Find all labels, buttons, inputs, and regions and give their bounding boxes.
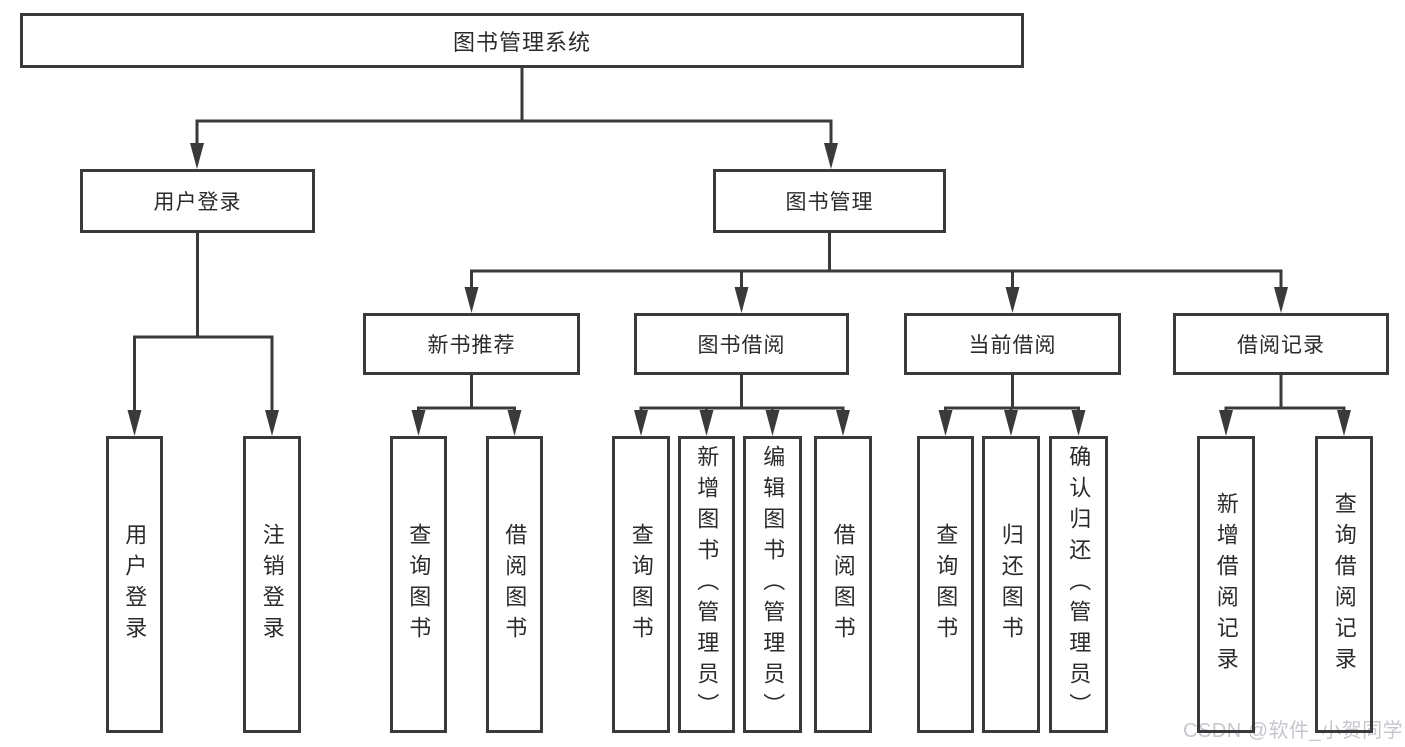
connector-bookborrow-to-leaves [639, 375, 845, 412]
node-label: 编辑图书（管理员） [760, 445, 786, 724]
leaf-edit-books-admin: 编辑图书（管理员） [743, 436, 802, 733]
node-label: 图书管理 [785, 191, 874, 214]
node-user-login: 用户登录 [80, 169, 315, 233]
node-label: 图书借阅 [697, 334, 786, 357]
node-new-book-recommend: 新书推荐 [363, 313, 580, 375]
leaf-query-books-recommend: 查询图书 [390, 436, 447, 733]
leaf-add-borrow-record: 新增借阅记录 [1197, 436, 1255, 733]
leaf-return-books: 归还图书 [982, 436, 1040, 733]
node-label: 新书推荐 [427, 334, 516, 357]
node-label: 借阅图书 [502, 522, 528, 647]
node-label: 新增图书（管理员） [694, 445, 720, 724]
csdn-watermark: CSDN @软件_小贺同学 [1183, 720, 1404, 742]
leaf-add-books-admin: 新增图书（管理员） [678, 436, 735, 733]
connector-root-to-level2 [195, 68, 833, 145]
node-label: 借阅记录 [1237, 334, 1325, 357]
node-borrowing-records: 借阅记录 [1173, 313, 1389, 375]
node-label: 确认归还（管理员） [1066, 445, 1092, 724]
node-label: 图书管理系统 [452, 29, 591, 55]
node-label: 用户登录 [122, 522, 148, 647]
node-label: 查询借阅记录 [1331, 491, 1357, 678]
node-label: 查询图书 [628, 522, 654, 647]
node-label: 注销登录 [259, 522, 285, 647]
connector-userlogin-to-leaves [133, 233, 274, 412]
node-label: 当前借阅 [968, 334, 1057, 357]
node-label: 查询图书 [933, 522, 959, 647]
leaf-query-borrow-record: 查询借阅记录 [1315, 436, 1373, 733]
connector-records-to-leaves [1224, 375, 1346, 412]
node-library-management-system: 图书管理系统 [20, 13, 1024, 68]
leaf-confirm-return-admin: 确认归还（管理员） [1049, 436, 1108, 733]
leaf-user-login: 用户登录 [106, 436, 163, 733]
connector-currentborrow-to-leaves [944, 375, 1080, 412]
connector-newbook-to-leaves [417, 375, 516, 412]
node-book-management: 图书管理 [713, 169, 946, 233]
node-label: 归还图书 [998, 522, 1024, 647]
node-label: 用户登录 [153, 191, 242, 214]
leaf-query-books-borrow: 查询图书 [612, 436, 670, 733]
leaf-query-books-current: 查询图书 [917, 436, 974, 733]
node-label: 借阅图书 [830, 522, 856, 647]
leaf-logout: 注销登录 [243, 436, 301, 733]
leaf-borrow-books-recommend: 借阅图书 [486, 436, 543, 733]
node-book-borrowing: 图书借阅 [634, 313, 849, 375]
node-current-borrowing: 当前借阅 [904, 313, 1121, 375]
node-label: 新增借阅记录 [1213, 491, 1239, 678]
node-label: 查询图书 [406, 522, 432, 647]
leaf-borrow-books: 借阅图书 [814, 436, 872, 733]
connector-bookmgmt-to-level3 [470, 233, 1283, 289]
arrowheads [127, 143, 1351, 436]
